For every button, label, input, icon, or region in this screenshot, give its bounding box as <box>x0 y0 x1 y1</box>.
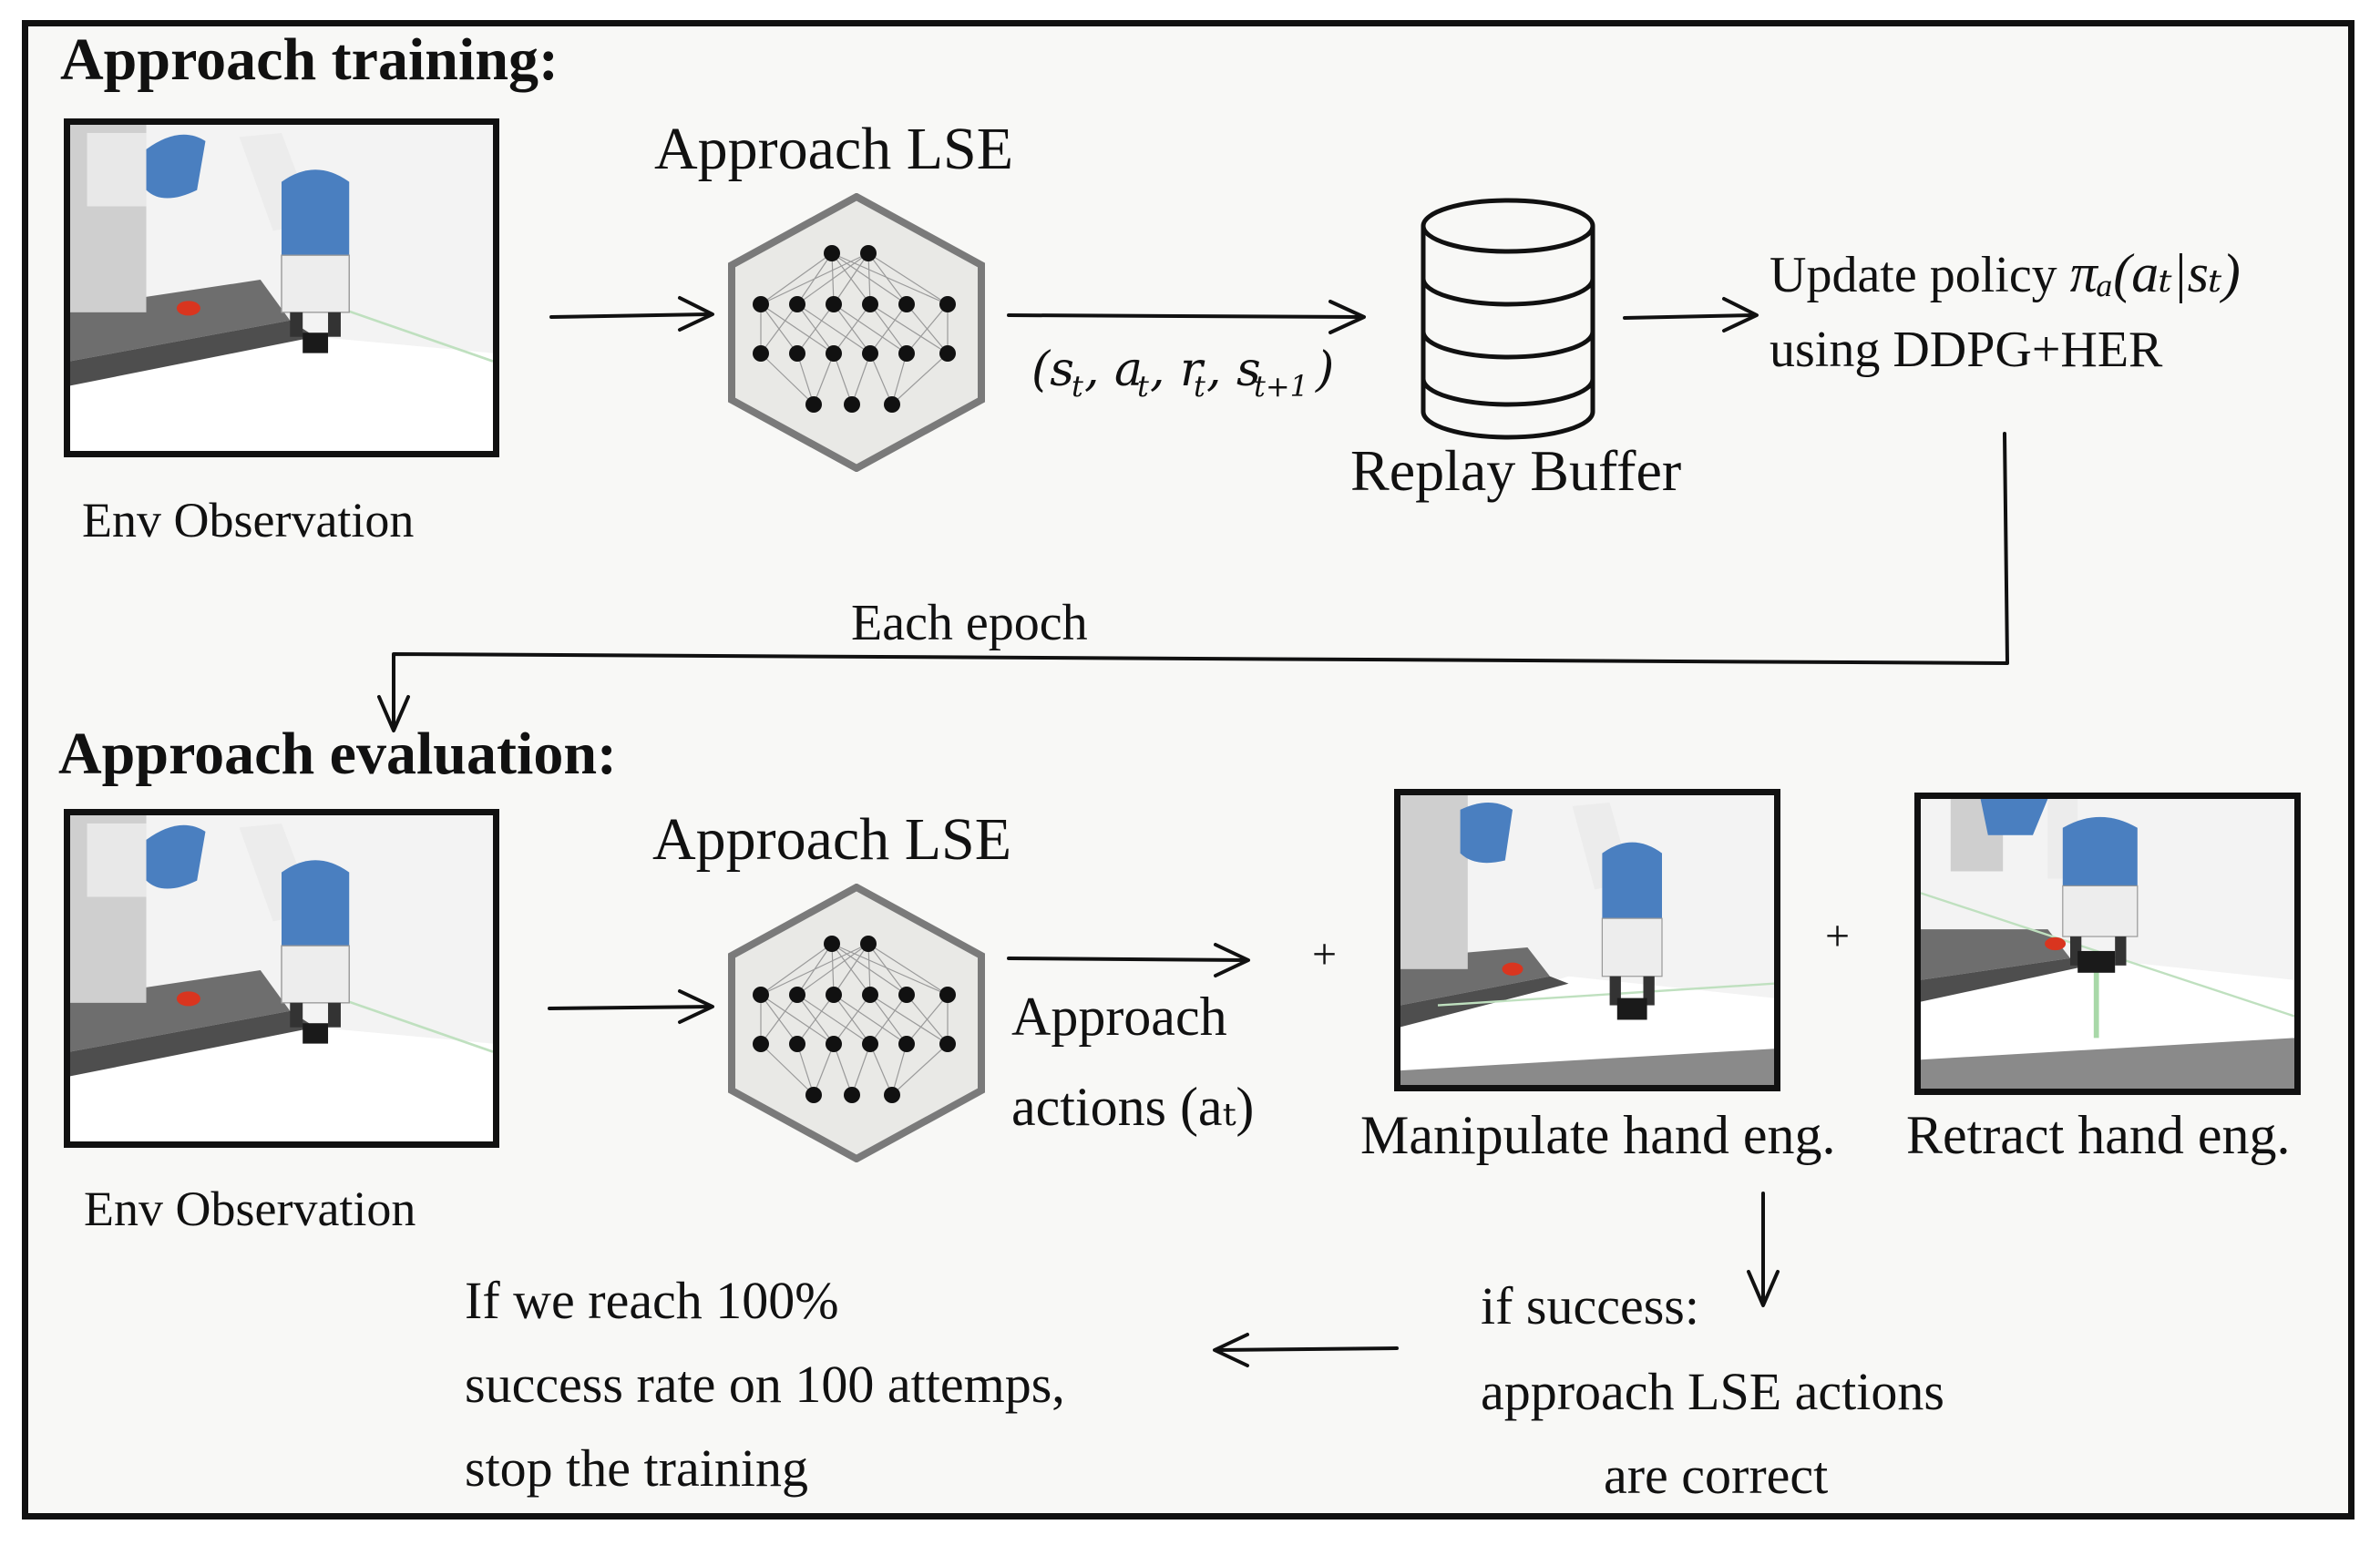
success-line1: if success: <box>1481 1276 1699 1335</box>
svg-text:t: t <box>1137 369 1149 404</box>
arrow-env-to-lse-eval <box>548 989 714 1024</box>
robot-scene-image <box>70 125 493 451</box>
success-line2: approach LSE actions <box>1481 1362 1944 1421</box>
robot-scene-image <box>70 815 493 1141</box>
evaluation-section-title: Approach evaluation: <box>58 721 618 787</box>
env-caption-training: Env Observation <box>82 493 415 547</box>
svg-text:, a: , a <box>1084 343 1143 397</box>
env-caption-evaluation: Env Observation <box>84 1182 416 1236</box>
svg-text:(s: (s <box>1031 343 1074 397</box>
neural-network-hexagon-icon <box>724 192 989 473</box>
lse-label-evaluation: Approach LSE <box>652 806 1012 873</box>
stop-line3: stop the training <box>465 1438 808 1498</box>
policy-formula: πₐ(aₜ|sₜ) <box>2069 243 2241 303</box>
arrow-success-to-stop <box>1213 1333 1399 1367</box>
stop-line1: If we reach 100% <box>465 1271 839 1330</box>
robot-scene-image <box>1921 799 2294 1089</box>
env-observation-image-evaluation <box>64 809 499 1148</box>
env-observation-image-training <box>64 118 499 457</box>
robot-scene-image <box>1400 795 1774 1085</box>
update-policy-line2: using DDPG+HER <box>1770 322 2163 378</box>
arrow-buffer-to-update <box>1623 297 1759 333</box>
plus-sign-2: + <box>1825 912 1851 960</box>
svg-text:t: t <box>1072 369 1083 404</box>
transition-tuple-math: (s t , a t , r t , s t+1 ) <box>1031 343 1334 404</box>
arrow-lse-to-buffer <box>1007 300 1366 334</box>
arrow-lse-to-actions-eval <box>1007 943 1250 977</box>
approach-actions-line2: actions (aₜ) <box>1011 1077 1255 1137</box>
update-policy-text: Update policy <box>1770 247 2070 303</box>
stop-line2: success rate on 100 attemps, <box>465 1355 1065 1414</box>
retract-engine-label: Retract hand eng. <box>1906 1105 2291 1165</box>
update-policy-line1: Update policy πₐ(aₜ|sₜ) <box>1770 241 2241 305</box>
svg-text:t: t <box>1194 369 1205 404</box>
replay-buffer-label: Replay Buffer <box>1350 438 1682 503</box>
manipulate-engine-label: Manipulate hand eng. <box>1360 1105 1836 1165</box>
lse-label-training: Approach LSE <box>654 116 1014 182</box>
training-section-title: Approach training: <box>60 26 559 93</box>
svg-text:, s: , s <box>1206 343 1261 397</box>
success-line3: are correct <box>1604 1446 1829 1505</box>
neural-network-hexagon-icon <box>724 883 989 1163</box>
manipulate-engine-image <box>1394 789 1780 1091</box>
arrow-env-to-lse-train <box>549 296 714 332</box>
database-cylinder-icon <box>1417 195 1599 441</box>
plus-sign-1: + <box>1312 930 1338 978</box>
approach-actions-line1: Approach <box>1011 987 1227 1047</box>
transition-tuple-label: (s t , a t , r t , s t+1 ) <box>1031 342 1350 417</box>
arrow-each-epoch-loop <box>377 432 2009 732</box>
svg-text:, r: , r <box>1150 343 1205 397</box>
svg-text:t+1: t+1 <box>1254 369 1308 404</box>
each-epoch-label: Each epoch <box>851 595 1088 651</box>
retract-engine-image <box>1914 793 2301 1095</box>
svg-text:): ) <box>1315 343 1334 397</box>
arrow-retract-to-success <box>1747 1192 1780 1307</box>
